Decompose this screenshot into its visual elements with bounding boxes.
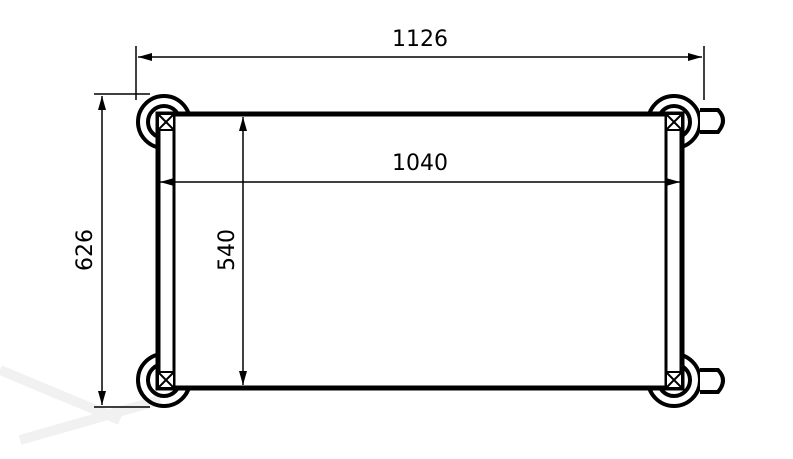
handle-stub-bottom-right	[700, 368, 725, 394]
dimension-overall-width	[135, 46, 705, 100]
label-inner-depth: 540	[215, 229, 240, 271]
label-inner-width: 1040	[392, 151, 448, 176]
dimension-overall-depth	[94, 93, 150, 408]
label-overall-depth: 626	[73, 229, 98, 271]
watermark	[0, 365, 162, 445]
handle-stub-top-right	[700, 108, 725, 134]
label-overall-width: 1126	[392, 27, 448, 52]
corner-posts	[157, 113, 683, 389]
